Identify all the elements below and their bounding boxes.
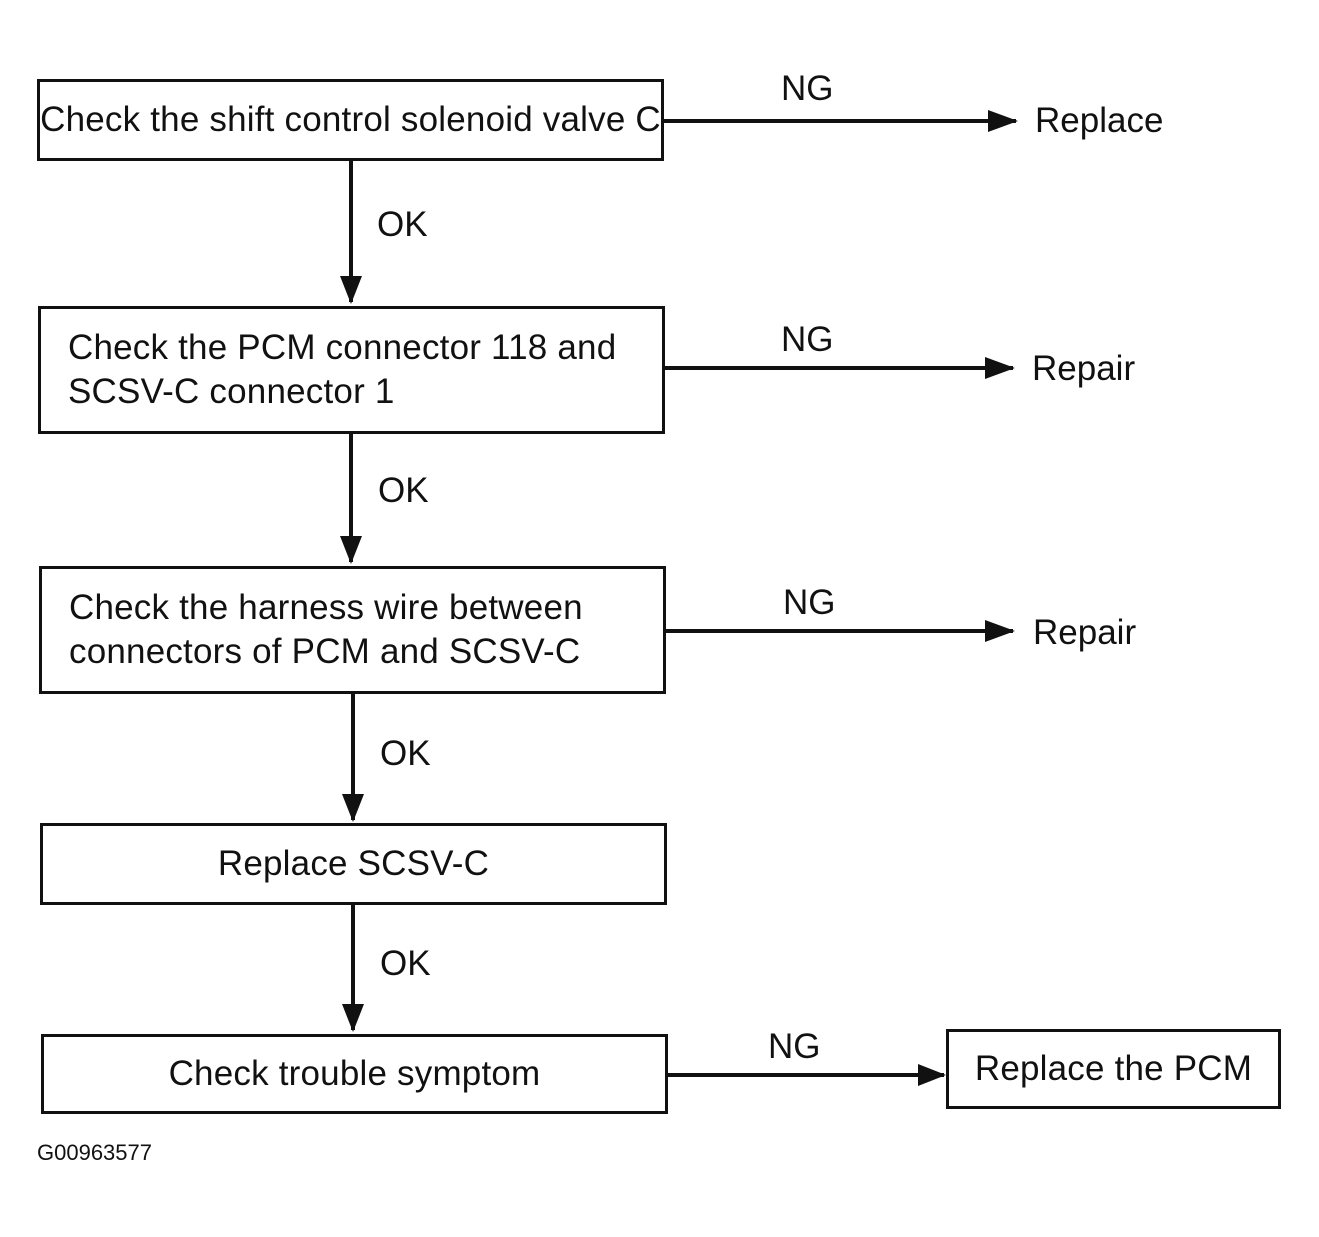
step-box-3: Check the harness wire between connector… [39, 566, 666, 694]
step-text-4: Replace SCSV-C [217, 844, 490, 883]
step-box-5: Check trouble symptom [41, 1034, 668, 1114]
outcome-repair-1: Repair [1032, 349, 1136, 388]
ok-label-2: OK [378, 471, 429, 510]
ng-arrowhead-1 [988, 110, 1018, 132]
step-text-5: Check trouble symptom [168, 1054, 541, 1093]
ng-arrowhead-4 [918, 1064, 946, 1086]
ok-arrowhead-3 [342, 794, 364, 822]
ng-arrowhead-3 [985, 620, 1015, 642]
ng-label-4: NG [768, 1027, 821, 1066]
step-text-2: Check the PCM connector 118 and SCSV-C c… [68, 328, 617, 411]
ok-label-3: OK [380, 734, 431, 773]
final-action-box: Replace the PCM [946, 1029, 1281, 1109]
step-text-3: Check the harness wire between connector… [69, 588, 583, 671]
final-action-text: Replace the PCM [974, 1049, 1253, 1088]
ng-label-1: NG [781, 69, 834, 108]
ok-arrowhead-1 [340, 276, 362, 304]
ng-arrowhead-2 [985, 357, 1015, 379]
figure-id: G00963577 [37, 1140, 152, 1165]
step-box-1: Check the shift control solenoid valve C [37, 79, 664, 161]
ng-label-2: NG [781, 320, 834, 359]
step-text-1: Check the shift control solenoid valve C [40, 100, 661, 139]
ok-label-4: OK [380, 944, 431, 983]
step-box-4: Replace SCSV-C [40, 823, 667, 905]
step-box-2: Check the PCM connector 118 and SCSV-C c… [38, 306, 665, 434]
ok-arrowhead-2 [340, 536, 362, 564]
ng-label-3: NG [783, 583, 836, 622]
outcome-replace: Replace [1035, 101, 1164, 140]
outcome-repair-2: Repair [1033, 613, 1137, 652]
ok-label-1: OK [377, 205, 428, 244]
ok-arrowhead-4 [342, 1004, 364, 1032]
